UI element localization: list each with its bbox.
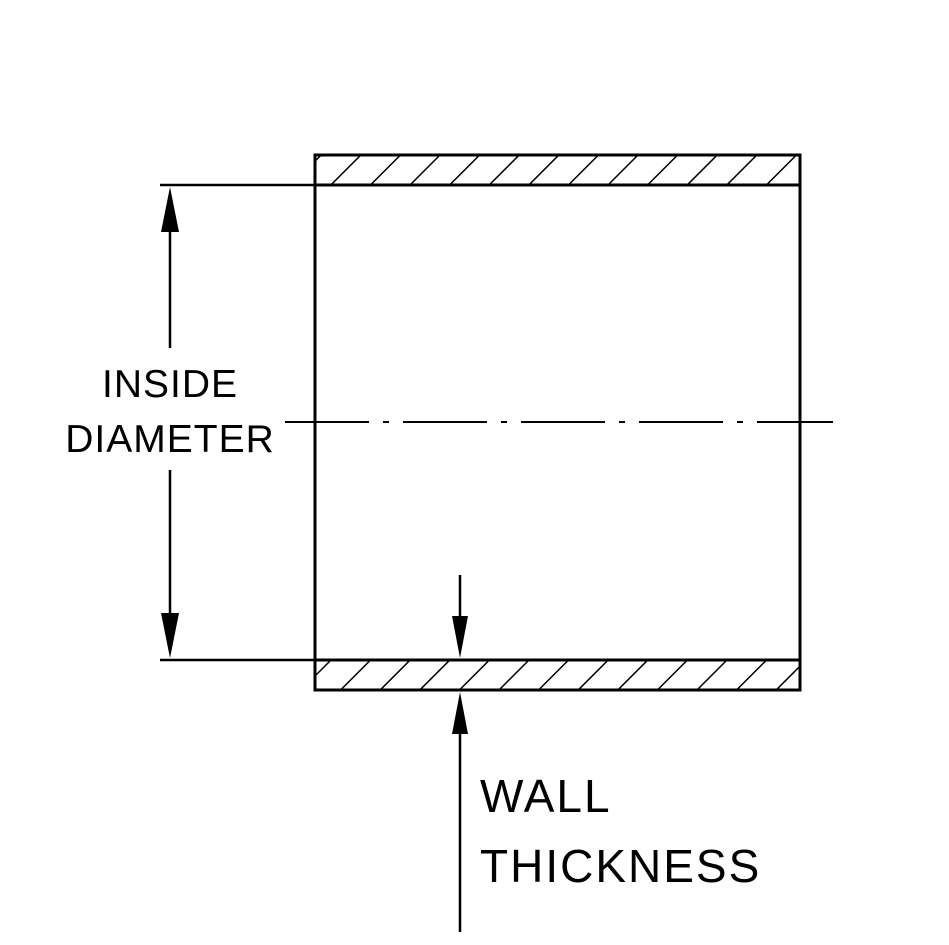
- inside-diameter-label-line1: INSIDE: [102, 363, 238, 406]
- arrowhead-down-icon: [161, 613, 179, 658]
- inside-diameter-label-line2: DIAMETER: [65, 418, 275, 461]
- bottom-wall-hatch: [315, 660, 800, 690]
- arrowhead-up-icon: [161, 187, 179, 232]
- wall-thickness-leader: [452, 575, 468, 932]
- arrowhead-up-to-wall-icon: [452, 692, 468, 734]
- top-wall-hatch: [315, 155, 800, 185]
- wall-thickness-label-line1: WALL: [480, 770, 612, 822]
- inside-diameter-dimension: [160, 183, 315, 662]
- wall-thickness-label-line2: THICKNESS: [480, 840, 761, 892]
- arrowhead-down-to-wall-icon: [452, 616, 468, 658]
